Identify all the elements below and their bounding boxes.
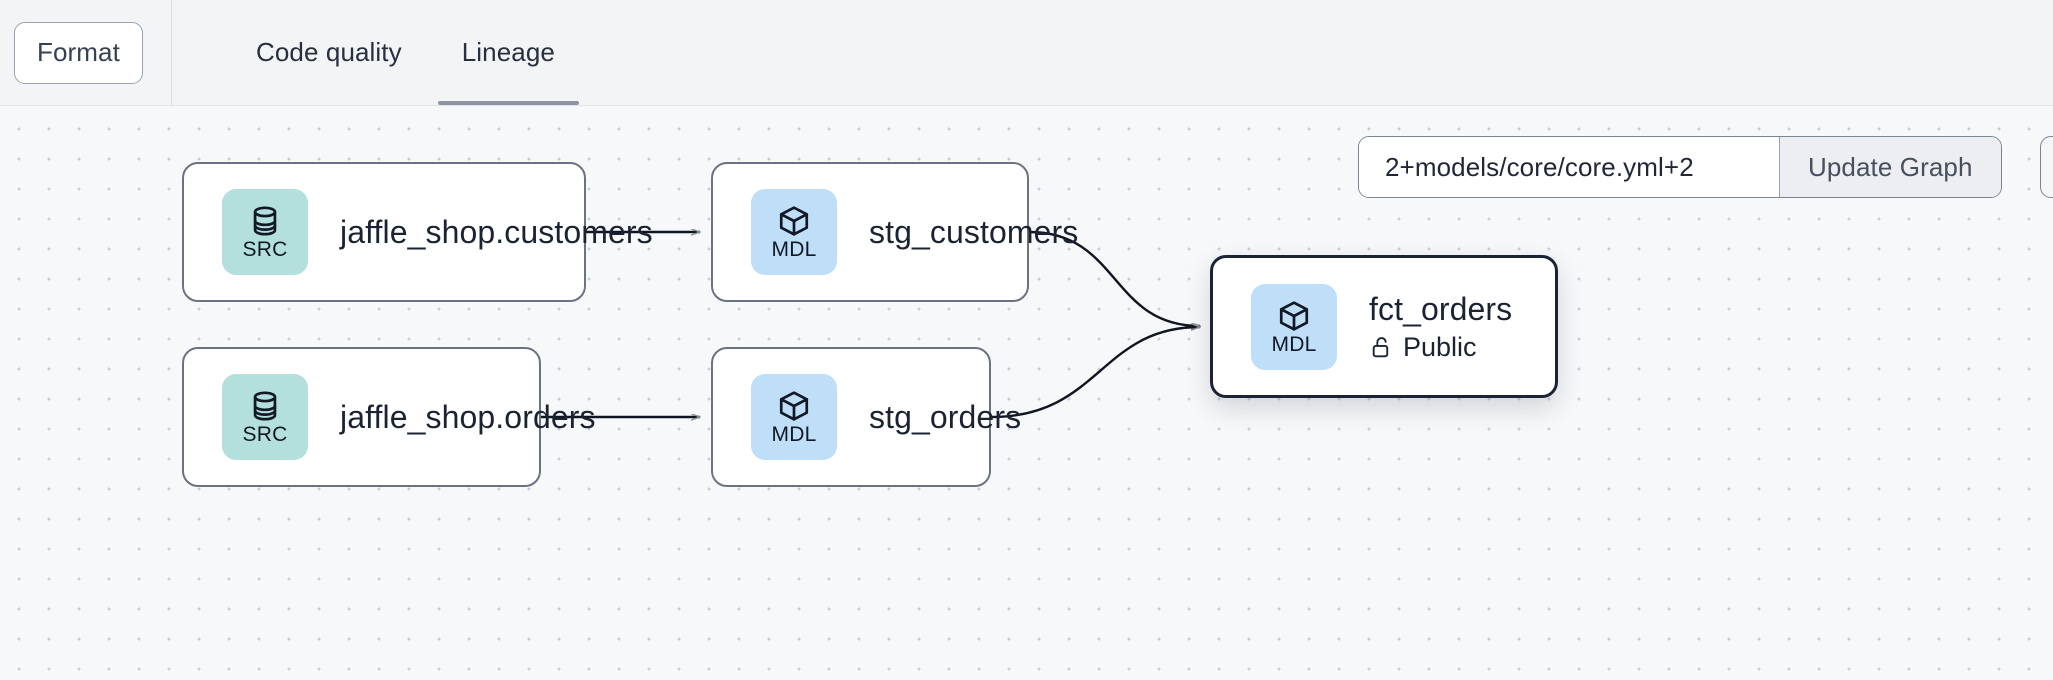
cube-icon — [777, 204, 811, 238]
node-body: jaffle_shop.orders — [340, 399, 596, 436]
node-title: jaffle_shop.orders — [340, 398, 596, 435]
node-type-label: SRC — [242, 238, 288, 261]
lineage-node-stg_customers[interactable]: MDL stg_customers — [711, 162, 1078, 302]
node-title: jaffle_shop.customers — [340, 213, 653, 250]
node-type-badge: MDL — [751, 374, 837, 460]
cube-icon — [777, 389, 811, 423]
database-icon — [248, 389, 282, 423]
node-title: stg_orders — [869, 398, 1022, 435]
node-type-label: MDL — [1271, 332, 1317, 356]
node-body: jaffle_shop.customers — [340, 214, 653, 251]
node-visibility: Public — [1369, 332, 1512, 363]
graph-side-control[interactable] — [2040, 136, 2053, 198]
node-type-label: SRC — [242, 423, 288, 446]
lineage-edge-stg_orders-to-fct_orders — [990, 327, 1200, 419]
node-type-label: MDL — [771, 238, 817, 261]
node-type-label: MDL — [771, 423, 817, 446]
format-button[interactable]: Format — [14, 21, 143, 84]
tab-lineage[interactable]: Lineage — [432, 0, 585, 105]
node-type-badge: MDL — [1251, 283, 1337, 370]
tab-bar: Code quality Lineage — [172, 0, 585, 105]
lineage-node-jaffle_shop_customers[interactable]: SRC jaffle_shop.customers — [182, 162, 653, 302]
node-type-badge: SRC — [222, 189, 308, 275]
cube-icon — [1277, 299, 1311, 333]
node-title: fct_orders — [1369, 290, 1513, 327]
node-body: stg_customers — [869, 214, 1078, 251]
update-graph-button[interactable]: Update Graph — [1779, 137, 2001, 197]
node-type-badge: MDL — [751, 189, 837, 275]
node-body: stg_orders — [869, 399, 1021, 436]
lineage-node-jaffle_shop_orders[interactable]: SRC jaffle_shop.orders — [182, 347, 596, 487]
lineage-node-stg_orders[interactable]: MDL stg_orders — [711, 347, 1021, 487]
graph-selector-control: Update Graph — [1358, 136, 2002, 198]
format-zone: Format — [0, 0, 172, 105]
node-type-badge: SRC — [222, 374, 308, 460]
lineage-canvas[interactable]: SRC jaffle_shop.customers MDL stg_customer… — [0, 106, 2053, 680]
database-icon — [248, 204, 282, 238]
unlock-icon — [1369, 335, 1394, 360]
lineage-node-fct_orders[interactable]: MDL fct_orders Public — [1210, 255, 1558, 398]
tab-code-quality[interactable]: Code quality — [256, 37, 402, 67]
node-body: fct_orders Public — [1369, 291, 1512, 363]
editor-toolbar: Format Code quality Lineage — [0, 0, 2053, 106]
graph-selector-input[interactable] — [1359, 137, 1779, 197]
node-visibility-label: Public — [1403, 331, 1477, 362]
node-title: stg_customers — [869, 213, 1079, 250]
